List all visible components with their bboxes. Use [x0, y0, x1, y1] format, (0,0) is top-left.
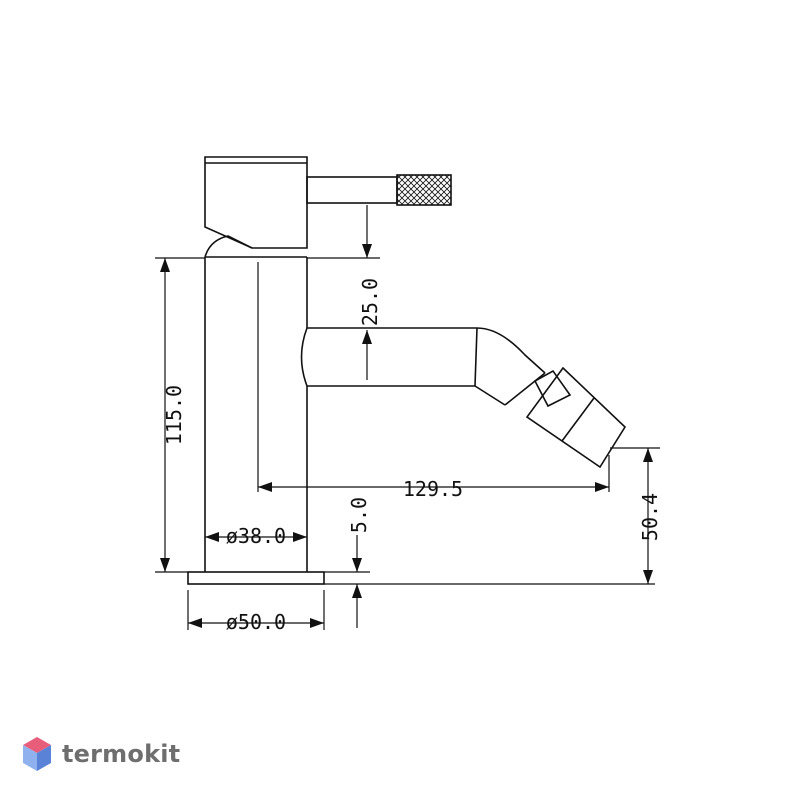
dim-body-diameter: ø38.0	[226, 524, 286, 548]
base-plate	[187, 571, 325, 585]
dim-base-height: 5.0	[347, 497, 371, 533]
cartridge-dome	[204, 235, 253, 258]
brand-logo: termokit	[22, 734, 180, 774]
spout-bend-line	[474, 327, 478, 387]
spout-tube-bottom	[307, 385, 506, 406]
faucet-outline	[187, 156, 627, 585]
dimension-arrows	[160, 244, 653, 628]
dim-spout-reach: 129.5	[403, 477, 463, 501]
nozzle-ring	[561, 397, 595, 442]
dimension-lines	[155, 205, 660, 630]
brand-name: termokit	[62, 740, 181, 768]
dim-outlet-height: 50.4	[638, 493, 662, 541]
nozzle-head	[525, 366, 627, 469]
knurled-grip-icon	[396, 174, 452, 206]
dimension-labels: 115.0 25.0 129.5 ø38.0 5.0 ø50.0 50.4	[162, 278, 662, 634]
lever-head	[204, 156, 308, 249]
spout-joint	[300, 327, 308, 387]
lever-rod	[306, 176, 398, 204]
cube-logo-icon	[23, 737, 51, 771]
dim-lever-offset: 25.0	[358, 278, 382, 326]
dim-height-total: 115.0	[162, 385, 186, 445]
nozzle-neck	[533, 369, 572, 408]
dim-base-diameter: ø50.0	[226, 610, 286, 634]
spout-tube	[307, 327, 546, 374]
